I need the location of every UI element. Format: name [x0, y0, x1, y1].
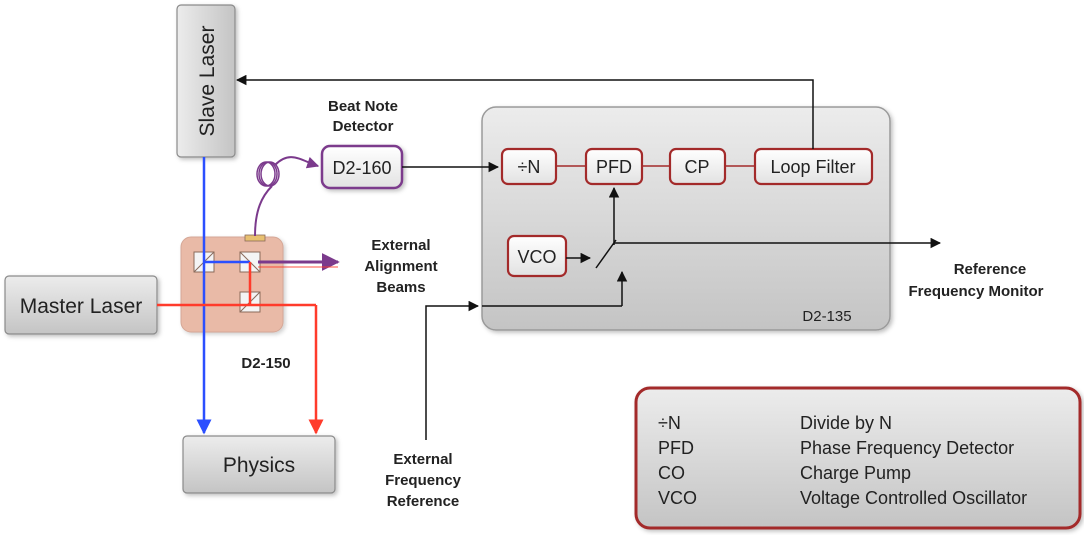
legend-box: [634, 386, 1082, 530]
slave-laser-label: Slave Laser: [196, 26, 219, 137]
legend-abbr: PFD: [658, 438, 694, 458]
legend-abbr: ÷N: [658, 413, 681, 433]
ref-monitor-label-2: Frequency Monitor: [908, 283, 1043, 300]
cp-label: CP: [684, 157, 709, 177]
master-laser-label: Master Laser: [20, 295, 143, 318]
slave-laser-block: [176, 4, 236, 158]
ref-monitor-label-1: Reference: [954, 261, 1027, 278]
blue-beam: [196, 157, 250, 435]
red-beam: [157, 262, 324, 435]
loop-filter-label: Loop Filter: [770, 157, 855, 177]
legend-desc: Voltage Controlled Oscillator: [800, 488, 1027, 508]
beat-note-label-1: Beat Note: [328, 98, 398, 115]
ext-align-label-3: Beams: [376, 279, 425, 296]
feedback-to-slave-arrow: [235, 74, 814, 149]
legend-desc: Phase Frequency Detector: [800, 438, 1014, 458]
fiber-coil: [254, 156, 320, 237]
divide-n-label: ÷N: [518, 157, 541, 177]
beat-note-label-2: Detector: [333, 118, 394, 135]
d2-150-label: D2-150: [241, 355, 290, 372]
pfd-label: PFD: [596, 157, 632, 177]
legend-desc: Charge Pump: [800, 463, 911, 483]
legend-abbr: VCO: [658, 488, 697, 508]
d2-150-optics-box: [180, 236, 284, 333]
vco-label: VCO: [517, 247, 556, 267]
physics-label: Physics: [223, 454, 295, 477]
switch-blade: [595, 239, 617, 269]
detector-label: D2-160: [332, 158, 391, 178]
ext-ref-label-2: Frequency: [385, 472, 462, 489]
physics-block: [182, 435, 336, 494]
alignment-beam: [258, 253, 340, 271]
legend-rows: ÷N Divide by N PFD Phase Frequency Detec…: [658, 413, 1027, 508]
legend-abbr: CO: [658, 463, 685, 483]
ext-ref-label-1: External: [393, 451, 452, 468]
d2-135-module: [481, 106, 891, 331]
ext-align-label-1: External: [371, 237, 430, 254]
vco-block: [506, 234, 568, 278]
legend-desc: Divide by N: [800, 413, 892, 433]
d2-135-label: D2-135: [802, 308, 851, 325]
ext-ref-label-3: Reference: [387, 493, 460, 510]
ext-align-label-2: Alignment: [364, 258, 437, 275]
external-ref-input-arrow: [425, 300, 480, 440]
